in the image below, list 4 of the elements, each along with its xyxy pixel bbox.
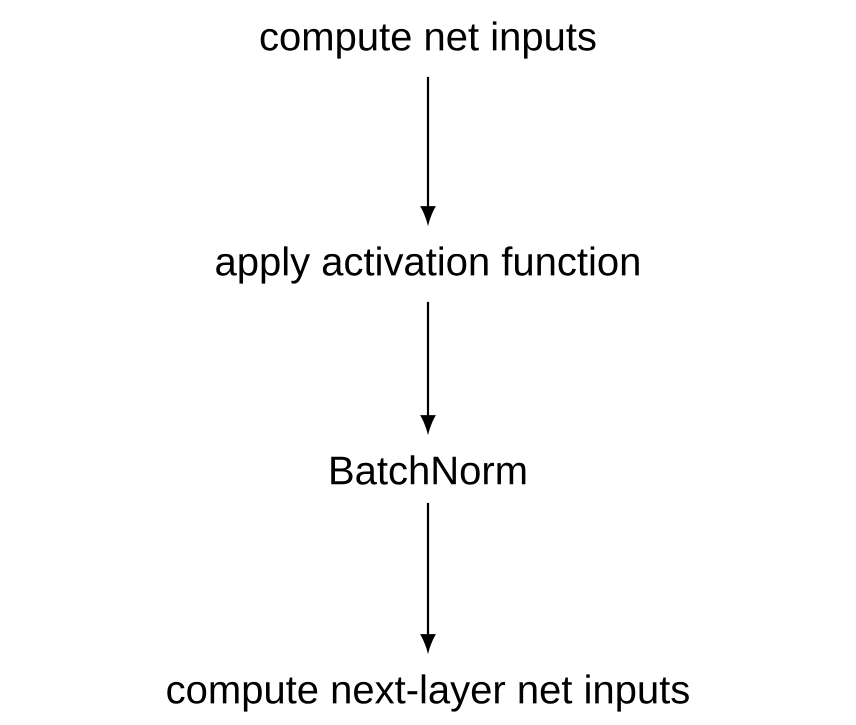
step-label: apply activation function xyxy=(216,246,639,284)
step-label: BatchNorm xyxy=(331,455,526,485)
step-label: compute net inputs xyxy=(260,21,596,59)
step-label: compute next-layer net inputs xyxy=(167,674,689,712)
